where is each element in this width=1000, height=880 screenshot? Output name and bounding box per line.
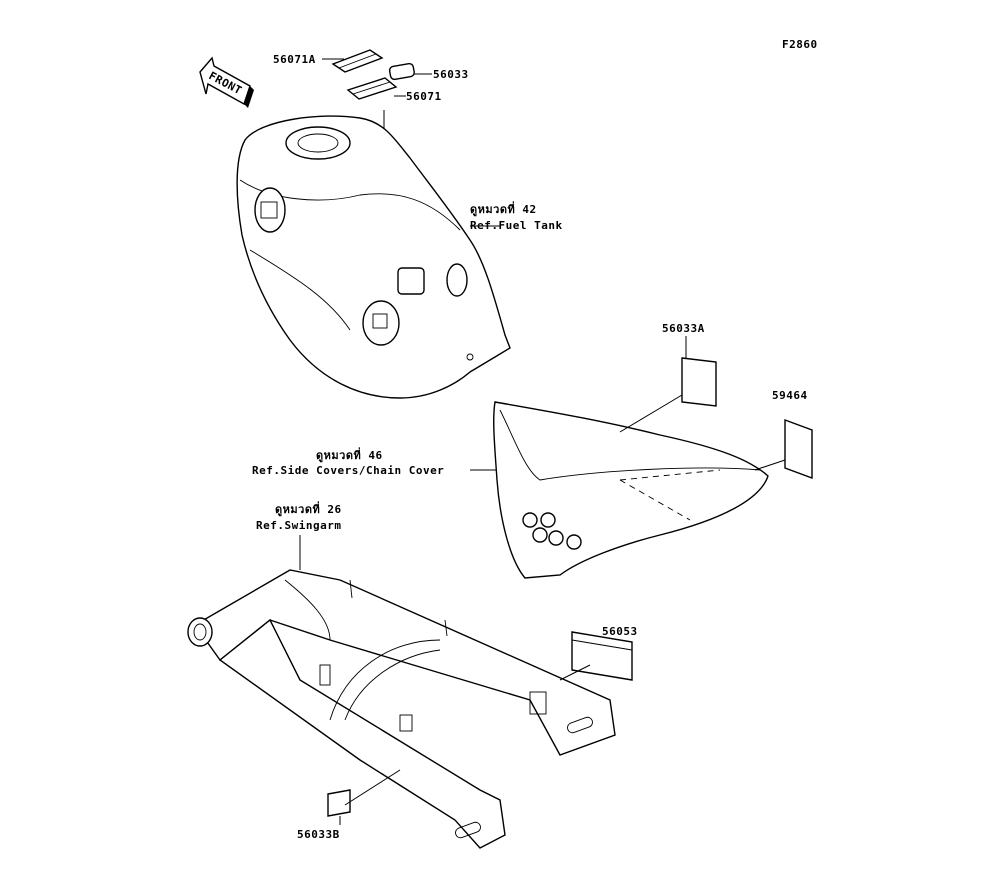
label-56071[interactable]: 56071 — [346, 77, 442, 103]
svg-text:56053: 56053 — [602, 625, 638, 638]
svg-text:59464: 59464 — [772, 389, 808, 402]
label-56033[interactable]: 56033 — [388, 62, 469, 81]
ref-swingarm-thai: ดูหมวดที่ 26 — [275, 501, 342, 517]
label-56033B[interactable]: 56033B — [297, 769, 401, 841]
fuel-tank: ดูหมวดที่ 42 Ref.Fuel Tank — [236, 115, 563, 399]
ref-side-covers[interactable]: Ref.Side Covers/Chain Cover — [252, 464, 444, 477]
label-56071A[interactable]: 56071A — [273, 49, 384, 73]
front-arrow-icon: FRONT — [199, 56, 254, 108]
ref-fuel-tank[interactable]: Ref.Fuel Tank — [470, 219, 563, 232]
label-56053[interactable]: 56053 — [559, 625, 638, 681]
svg-text:56033: 56033 — [433, 68, 469, 81]
svg-text:56071A: 56071A — [273, 53, 316, 66]
swingarm: ดูหมวดที่ 26 Ref.Swingarm — [187, 501, 616, 849]
label-56033A[interactable]: 56033A — [619, 322, 717, 433]
side-cover: ดูหมวดที่ 46 Ref.Side Covers/Chain Cover — [252, 401, 769, 579]
ref-swingarm[interactable]: Ref.Swingarm — [256, 519, 341, 532]
svg-text:56033A: 56033A — [662, 322, 705, 335]
label-59464[interactable]: 59464 — [754, 389, 813, 480]
svg-text:56071: 56071 — [406, 90, 442, 103]
figure-code: F2860 — [782, 38, 818, 51]
svg-text:56033B: 56033B — [297, 828, 340, 841]
ref-fuel-tank-thai: ดูหมวดที่ 42 — [470, 201, 537, 217]
ref-side-covers-thai: ดูหมวดที่ 46 — [316, 447, 383, 463]
